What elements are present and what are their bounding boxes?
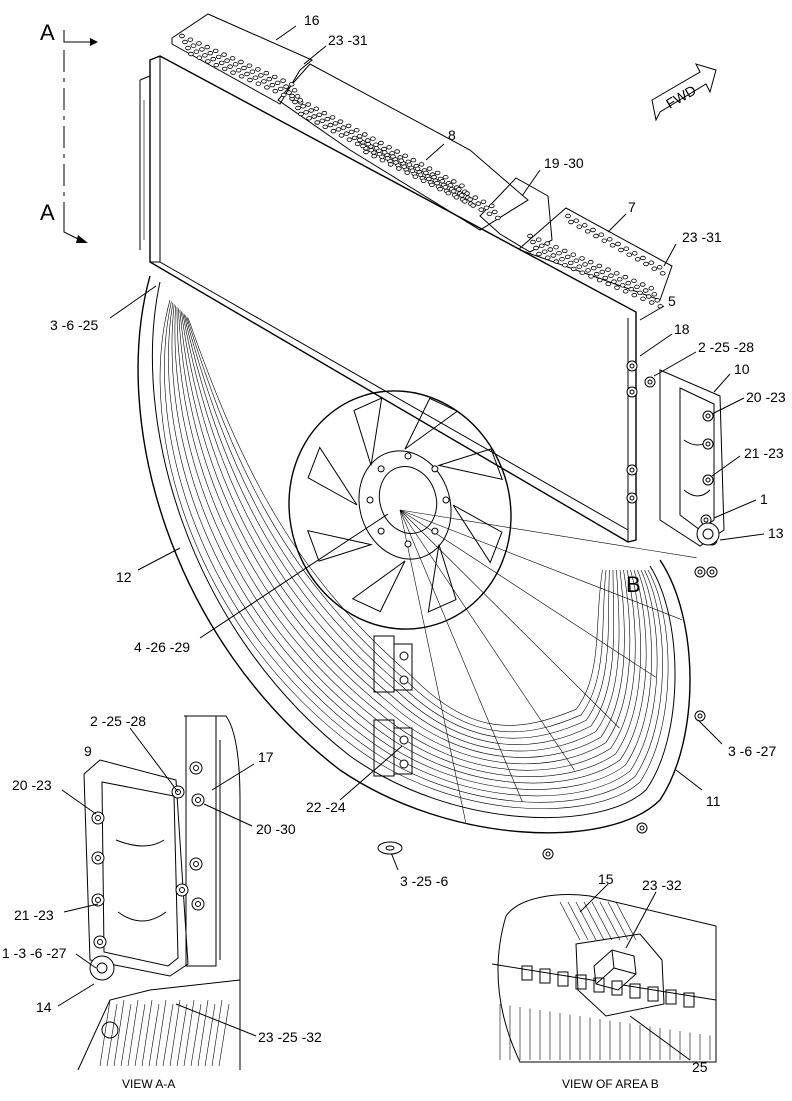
aa-callout-1-3-6-27: 1 -3 -6 -27 [2, 945, 67, 961]
callout-1: 1 [760, 491, 768, 507]
callout-21-23: 21 -23 [744, 445, 784, 461]
b-callout-25: 25 [692, 1059, 708, 1075]
side-bracket-10 [659, 369, 725, 547]
view-b-inset [491, 883, 717, 1063]
section-marker-top: A [40, 20, 55, 45]
callout-22-24: 22 -24 [306, 799, 346, 815]
washer-3-25-6 [377, 841, 403, 855]
callout-18: 18 [674, 321, 690, 337]
radiator-core [139, 55, 637, 543]
callout-7: 7 [628, 199, 636, 215]
aa-callout-23-25-32: 23 -25 -32 [258, 1029, 322, 1045]
view-b-caption: VIEW OF AREA B [562, 1077, 659, 1091]
callout-10: 10 [734, 361, 750, 377]
callout-8: 8 [448, 127, 456, 143]
leader-lines [109, 25, 765, 871]
callout-20-23: 20 -23 [746, 389, 786, 405]
top-panel-7 [519, 207, 673, 301]
perforation-holes [179, 33, 666, 309]
aa-callout-17: 17 [258, 749, 274, 765]
view-a-a-caption: VIEW A-A [122, 1077, 175, 1091]
callout-23-31-top: 23 -31 [328, 32, 368, 48]
section-marker-bottom: A [40, 200, 55, 225]
callout-area-b: B [626, 572, 641, 597]
callout-3-6-27: 3 -6 -27 [728, 743, 776, 759]
fwd-arrow: FWD [651, 63, 717, 122]
bracket-19 [479, 177, 553, 253]
fan-shroud-12 [137, 275, 691, 834]
aa-callout-9: 9 [84, 743, 92, 759]
callout-16: 16 [304, 12, 320, 28]
aa-callout-21-23: 21 -23 [14, 907, 54, 923]
section-line-a-a: A A [40, 20, 98, 243]
callout-3-6-25: 3 -6 -25 [50, 317, 98, 333]
aa-callout-14: 14 [36, 999, 52, 1015]
aa-callout-20-23: 20 -23 [12, 777, 52, 793]
fwd-label: FWD [663, 82, 699, 112]
callout-4-26-29: 4 -26 -29 [134, 639, 190, 655]
b-callout-15: 15 [598, 871, 614, 887]
aa-callout-2-25-28: 2 -25 -28 [90, 713, 146, 729]
callout-5: 5 [668, 293, 676, 309]
view-a-a-inset [57, 715, 257, 1071]
fan-4 [288, 390, 512, 630]
callout-2-25-28: 2 -25 -28 [698, 339, 754, 355]
side-bolts [542, 360, 720, 860]
top-panel-16 [171, 13, 313, 105]
callout-3-25-6: 3 -25 -6 [400, 873, 448, 889]
aa-callout-20-30: 20 -30 [256, 821, 296, 837]
callout-23-31-right: 23 -31 [682, 229, 722, 245]
hinge-22 [373, 635, 413, 777]
callout-19-30: 19 -30 [544, 155, 584, 171]
callout-12: 12 [116, 569, 132, 585]
b-callout-23-32: 23 -32 [642, 877, 682, 893]
top-panel-8 [277, 63, 529, 231]
callout-13: 13 [768, 525, 784, 541]
callout-11: 11 [706, 793, 721, 809]
guard-rings-11 [159, 299, 697, 823]
